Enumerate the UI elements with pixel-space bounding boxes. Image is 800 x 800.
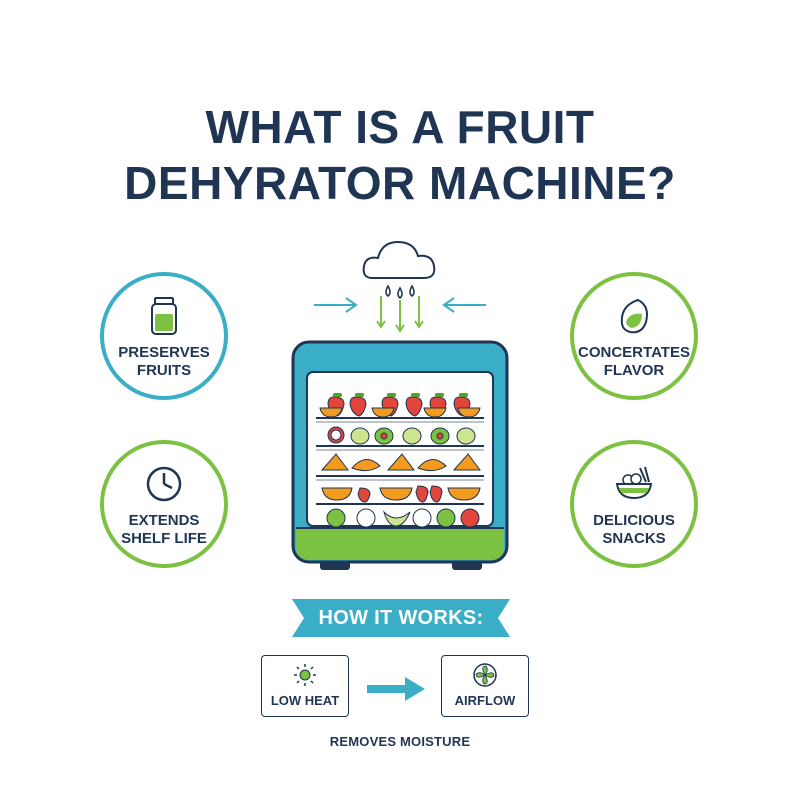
feature-label: PRESERVES FRUITS: [118, 344, 210, 379]
feature-concentrates-flavor: CONCERTATES FLAVOR: [570, 272, 698, 400]
how-it-works-banner: HOW IT WORKS:: [292, 599, 510, 637]
page-title-line-1: WHAT IS A FRUIT: [205, 101, 595, 153]
step-label: AIRFLOW: [454, 693, 516, 708]
feature-label: CONCERTATES FLAVOR: [578, 344, 690, 379]
feature-label: EXTENDS SHELF LIFE: [121, 512, 207, 547]
tray-5-fruit: [326, 508, 480, 528]
feature-preserves-fruits: PRESERVES FRUITS: [100, 272, 228, 400]
jar-icon: [151, 297, 177, 335]
sun-icon: [294, 664, 316, 686]
water-drop-icons: [385, 284, 415, 300]
snack-bowl-icon: [615, 466, 653, 500]
feature-extends-shelf-life: EXTENDS SHELF LIFE: [100, 440, 228, 568]
removes-moisture-label: REMOVES MOISTURE: [329, 734, 471, 749]
step-label: LOW HEAT: [270, 693, 340, 708]
clock-icon: [146, 466, 182, 502]
how-it-works-title: HOW IT WORKS:: [318, 606, 484, 629]
cloud-icon: [362, 240, 436, 279]
tray-3-fruit: [320, 453, 481, 472]
fan-icon: [473, 663, 497, 687]
tray-2-fruit: [327, 426, 476, 445]
arrow-right-icon: [367, 677, 425, 701]
airflow-arrows: [314, 297, 486, 313]
fruit-slice-icon: [620, 298, 648, 334]
page-title-line-2: DEHYRATOR MACHINE?: [124, 157, 676, 209]
step-low-heat: LOW HEAT: [261, 655, 349, 717]
tray-4-fruit: [321, 485, 481, 503]
tray-1-fruit: [319, 393, 481, 418]
feature-label: DELICIOUS SNACKS: [593, 512, 675, 547]
step-airflow: AIRFLOW: [441, 655, 529, 717]
feature-delicious-snacks: DELICIOUS SNACKS: [570, 440, 698, 568]
steam-arrows: [376, 296, 424, 333]
